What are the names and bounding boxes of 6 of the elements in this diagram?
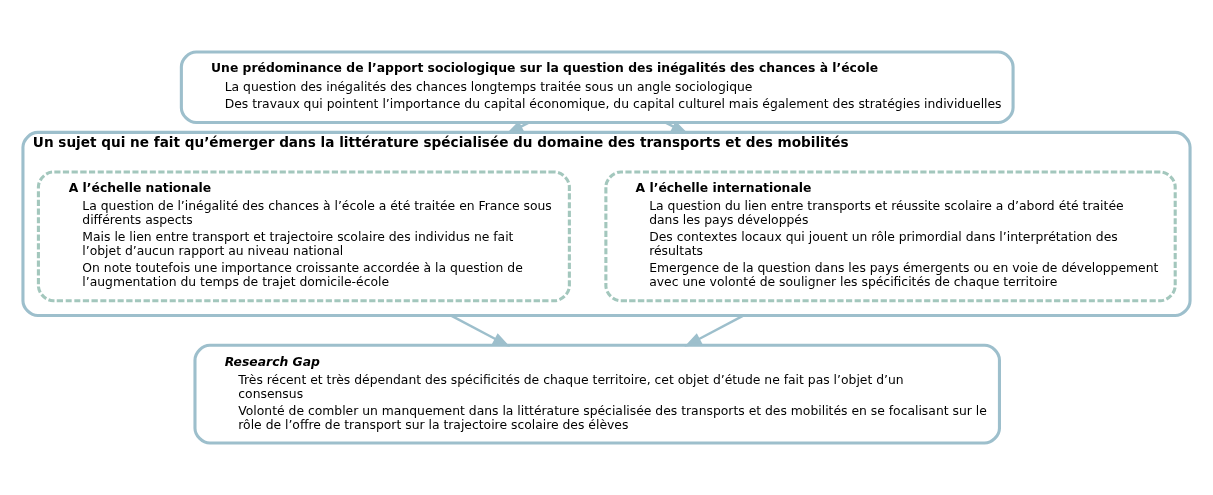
node-box: Une prédominance de l’apport sociologique sur la question des inégalités des chances à l’école La question des inégalités des chances longtemps traitée sous un angle sociologique Des travaux qui pointent l’importance du capital économique, du capital culturel mais également des stratégies individuelles [179, 50, 1015, 125]
node-box: Research Gap Très récent et très dépendant des spécificités de chaque territoire, cet objet d’étude ne fait pas l’objet d’un consensus Volonté de combler un manquement dans la littérature spécialisée des transports et des mobilités en se focalisant sur le rôle de l’offre de transport sur la trajectoire scolaire des élèves [193, 343, 1001, 445]
arrow [450, 314, 511, 347]
arrow [684, 314, 744, 347]
node-box: A l’échelle nationale La question de l’inégalité des chances à l’école a été traitée en France sous différents aspects Mais le lien entre transport et trajectoire scolaire des individus ne fait l’objet d’aucun rapport au niveau national On note toutefois une importance croissante accordée à la question de l’augmentation du temps de trajet domicile-école [36, 170, 571, 303]
node-box: A l’échelle internationale La question du lien entre transports et réussite scolaire a d’abord été traitée dans les pays développés Des contextes locaux qui jouent un rôle primordial dans l’interprétation des résultats Emergence de la question dans les pays émergents ou en voie de développement avec une volonté de souligner les spécificités de chaque territoire [604, 170, 1177, 303]
